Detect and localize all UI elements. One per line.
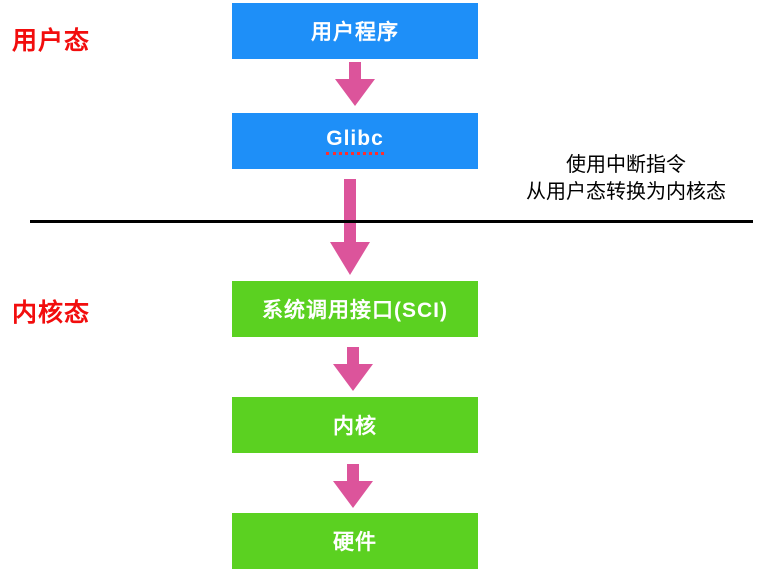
down-arrow-icon [332, 464, 374, 508]
node-kernel-label: 内核 [333, 415, 377, 438]
kernel-mode-label: 内核态 [12, 299, 91, 327]
node-user-program: 用户程序 [232, 3, 478, 59]
mode-switch-annotation: 使用中断指令 从用户态转换为内核态 [500, 152, 752, 206]
node-hardware-label: 硬件 [333, 531, 377, 554]
node-glibc: Glibc [232, 113, 478, 169]
annotation-line1: 使用中断指令 [566, 154, 686, 176]
node-user-program-label: 用户程序 [311, 21, 399, 44]
down-arrow-icon [334, 62, 376, 106]
node-glibc-label: Glibc [326, 127, 384, 155]
node-kernel: 内核 [232, 397, 478, 453]
user-kernel-divider-line [30, 220, 753, 223]
down-arrow-crossing-divider-icon [330, 179, 370, 275]
node-sci-label: 系统调用接口(SCI) [262, 299, 448, 322]
annotation-line2: 从用户态转换为内核态 [526, 181, 726, 203]
down-arrow-icon [332, 347, 374, 391]
user-mode-label: 用户态 [12, 27, 91, 55]
node-hardware: 硬件 [232, 513, 478, 569]
node-system-call-interface: 系统调用接口(SCI) [232, 281, 478, 337]
